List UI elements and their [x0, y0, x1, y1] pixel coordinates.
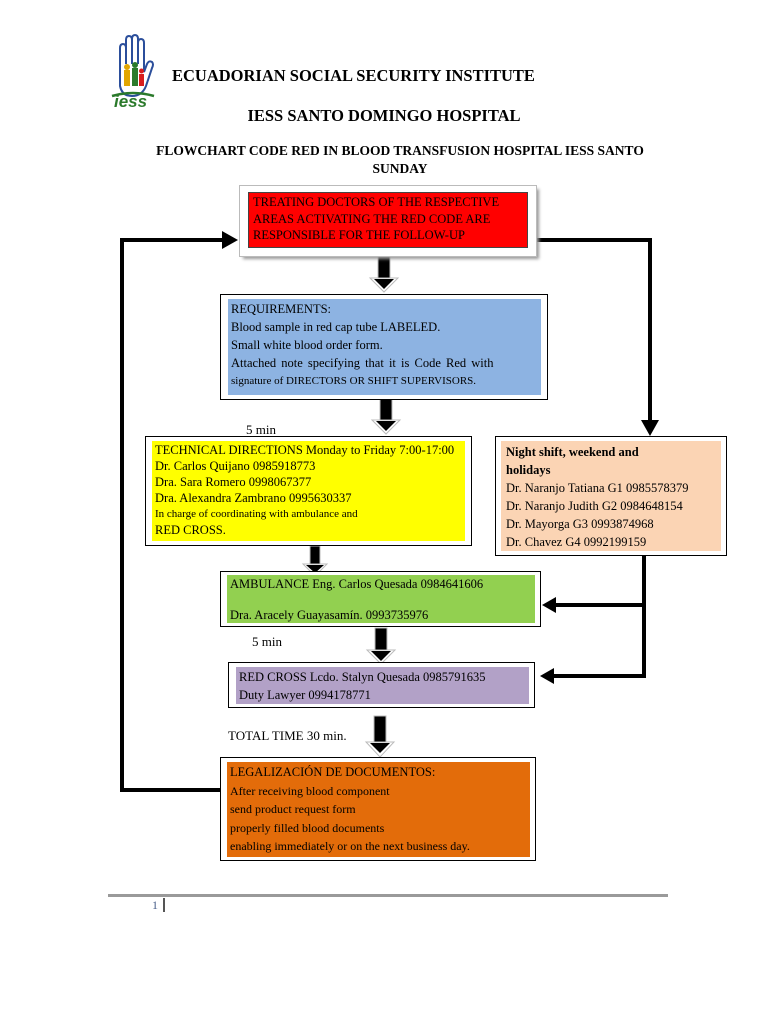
down-arrow-5 — [364, 715, 396, 758]
doctors-line-2: AREAS ACTIVATING THE RED CODE ARE — [253, 211, 491, 226]
return-arrow — [120, 238, 228, 792]
night-to-ambulance-arrowhead — [542, 597, 556, 613]
hospital-title: IESS SANTO DOMINGO HOSPITAL — [247, 106, 521, 125]
node-legalization-fill: LEGALIZACIÓN DE DOCUMENTOS: After receiv… — [227, 762, 530, 857]
doctors-line-3: RESPONSIBLE FOR THE FOLLOW-UP — [253, 228, 465, 242]
node-requirements-fill: REQUIREMENTS: Blood sample in red cap tu… — [228, 299, 541, 395]
page-number-bar — [163, 898, 165, 912]
tech-line-6: RED CROSS. — [155, 523, 226, 537]
node-red-cross: RED CROSS Lcdo. Stalyn Quesada 098579163… — [228, 662, 535, 708]
legal-line-3: send product request form — [230, 802, 356, 816]
footer-rule — [108, 894, 668, 897]
node-legalization: LEGALIZACIÓN DE DOCUMENTOS: After receiv… — [220, 757, 536, 861]
page-number: 1 — [152, 898, 158, 912]
tech-line-5: In charge of coordinating with ambulance… — [155, 508, 358, 520]
tech-line-2: Dr. Carlos Quijano 0985918773 — [155, 459, 316, 473]
node-ambulance: AMBULANCE Eng. Carlos Quesada 0984641606… — [220, 571, 541, 627]
redcross-line-2: Duty Lawyer 0994178771 — [239, 688, 371, 702]
node-night-shift-fill: Night shift, weekend and holidays Dr. Na… — [501, 441, 721, 551]
node-red-cross-fill: RED CROSS Lcdo. Stalyn Quesada 098579163… — [236, 667, 529, 704]
req-line-4: Attached note specifying that it is Code… — [231, 356, 494, 370]
req-line-3: Small white blood order form. — [231, 338, 383, 352]
night-to-redcross-arrowhead — [540, 668, 554, 684]
doctors-line-1: TREATING DOCTORS OF THE RESPECTIVE — [253, 195, 500, 209]
req-line-1: REQUIREMENTS: — [231, 302, 331, 316]
down-arrow-1 — [368, 253, 400, 293]
night-line-5: Dr. Mayorga G3 0993874968 — [506, 517, 654, 531]
return-arrowhead — [222, 231, 238, 249]
tech-line-3: Dra. Sara Romero 0998067377 — [155, 475, 312, 489]
node-treating-doctors-fill: TREATING DOCTORS OF THE RESPECTIVE AREAS… — [248, 192, 528, 248]
flowchart-title-line1: FLOWCHART CODE RED IN BLOOD TRANSFUSION … — [156, 143, 644, 158]
ambulance-line-1: AMBULANCE Eng. Carlos Quesada 0984641606 — [230, 577, 484, 591]
node-requirements: REQUIREMENTS: Blood sample in red cap tu… — [220, 294, 548, 400]
night-line-4: Dr. Naranjo Judith G2 0984648154 — [506, 499, 683, 513]
night-line-1: Night shift, weekend and — [506, 445, 639, 459]
redcross-line-1: RED CROSS Lcdo. Stalyn Quesada 098579163… — [239, 670, 486, 684]
logo-text: iess — [114, 92, 148, 111]
down-arrow-2 — [370, 397, 402, 435]
tech-line-4: Dra. Alexandra Zambrano 0995630337 — [155, 491, 352, 505]
flowchart-title: FLOWCHART CODE RED IN BLOOD TRANSFUSION … — [120, 142, 680, 178]
night-line-2: holidays — [506, 463, 551, 477]
time-label-2: 5 min — [252, 634, 282, 649]
node-technical-directions-fill: TECHNICAL DIRECTIONS Monday to Friday 7:… — [152, 441, 465, 541]
doctors-to-night-line — [528, 238, 652, 422]
doctors-to-night-arrowhead — [641, 420, 659, 436]
down-arrow-3 — [301, 545, 329, 577]
legal-line-5: enabling immediately or on the next busi… — [230, 839, 470, 853]
night-line-3: Dr. Naranjo Tatiana G1 0985578379 — [506, 481, 689, 495]
node-ambulance-fill: AMBULANCE Eng. Carlos Quesada 0984641606… — [227, 575, 535, 623]
tech-line-1: TECHNICAL DIRECTIONS Monday to Friday 7:… — [155, 443, 455, 457]
total-time-label: TOTAL TIME 30 min. — [228, 728, 347, 743]
night-to-ambulance-line — [554, 556, 646, 607]
night-to-redcross-line — [552, 600, 646, 678]
node-treating-doctors: TREATING DOCTORS OF THE RESPECTIVE AREAS… — [240, 186, 536, 256]
time-label-1: 5 min — [246, 422, 276, 437]
node-technical-directions: TECHNICAL DIRECTIONS Monday to Friday 7:… — [145, 436, 472, 546]
night-line-6: Dr. Chavez G4 0992199159 — [506, 535, 647, 549]
ambulance-line-2: Dra. Aracely Guayasamín. 0993735976 — [230, 608, 429, 622]
institute-title: ECUADORIAN SOCIAL SECURITY INSTITUTE — [172, 66, 535, 85]
flowchart-title-line2: SUNDAY — [372, 161, 428, 176]
legal-line-2: After receiving blood component — [230, 783, 390, 798]
req-line-2: Blood sample in red cap tube LABELED. — [231, 320, 441, 334]
node-night-shift: Night shift, weekend and holidays Dr. Na… — [495, 436, 727, 556]
down-arrow-4 — [365, 627, 397, 665]
iess-logo: iess — [108, 33, 158, 112]
req-line-5: signature of DIRECTORS OR SHIFT SUPERVIS… — [231, 375, 477, 387]
legal-line-4: properly filled blood documents — [230, 820, 385, 835]
legal-line-1: LEGALIZACIÓN DE DOCUMENTOS: — [230, 765, 436, 779]
